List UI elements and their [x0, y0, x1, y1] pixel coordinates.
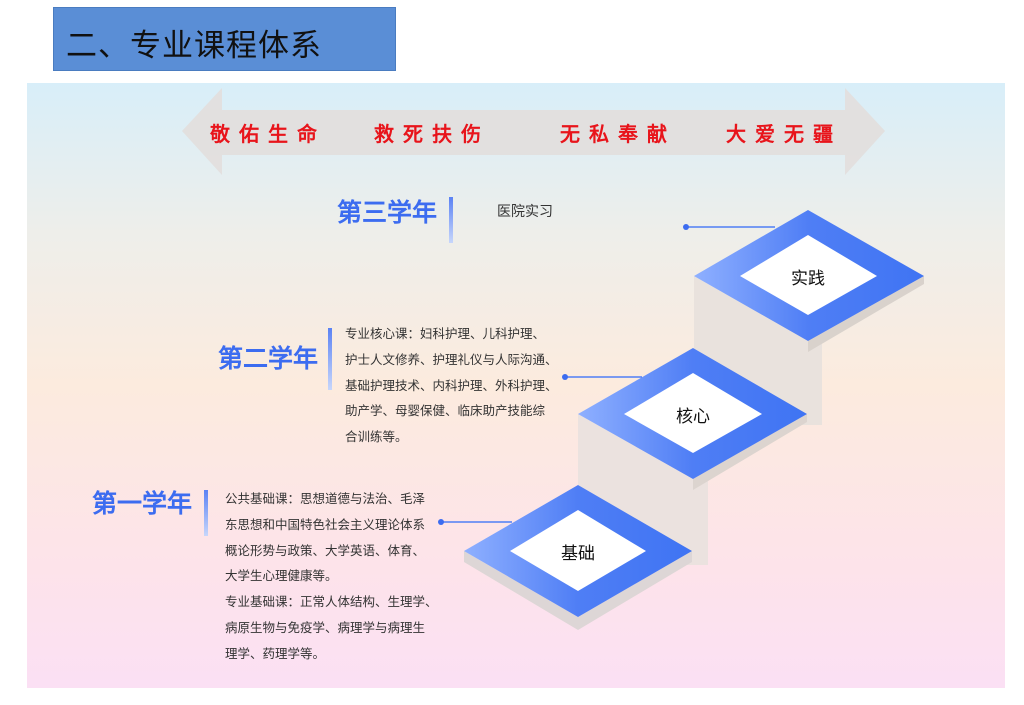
year-2-bar: [328, 328, 332, 390]
year-2-desc: 专业核心课：妇科护理、儿科护理、护士人文修养、护理礼仪与人际沟通、基础护理技术、…: [345, 326, 558, 445]
year-1-bar: [204, 490, 208, 536]
connector-dot: [683, 224, 689, 230]
section-header: 二、专业课程体系: [53, 7, 396, 71]
year-1-desc: 公共基础课：思想道德与法治、毛泽东思想和中国特色社会主义理论体系概论形势与政策、…: [225, 491, 438, 661]
banner-arrow: [182, 88, 885, 175]
section-title: 二、专业课程体系: [66, 28, 322, 64]
step-label-core: 核心: [676, 407, 710, 427]
slogan-3: 无私奉献: [560, 122, 676, 146]
slogan-2: 救死扶伤: [374, 122, 490, 146]
year-1-label: 第一学年: [92, 489, 193, 518]
year-2-label: 第二学年: [218, 344, 319, 373]
year-3-desc: 医院实习: [497, 204, 553, 220]
connector-dot: [562, 374, 568, 380]
year-3-label: 第三学年: [337, 198, 438, 227]
slogan-4: 大爱无疆: [726, 122, 842, 146]
connector-dot: [438, 519, 444, 525]
slogan-1: 敬佑生命: [210, 122, 326, 146]
step-label-foundation: 基础: [561, 544, 595, 564]
step-label-practice: 实践: [791, 269, 825, 289]
year-3-bar: [449, 197, 453, 243]
